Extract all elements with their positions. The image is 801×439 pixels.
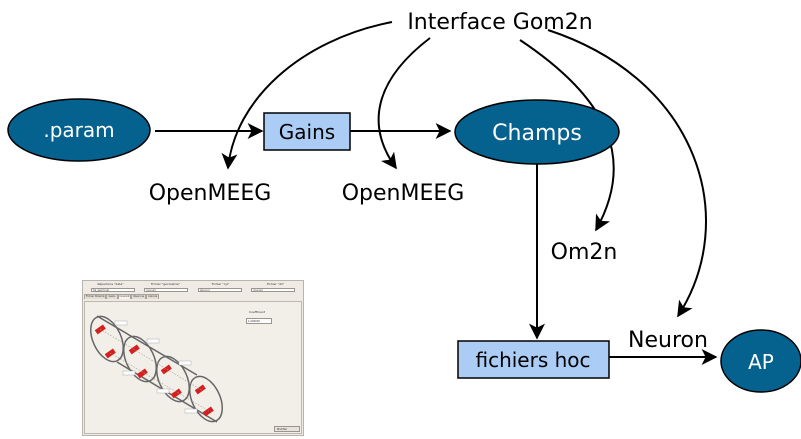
edge-interface-to-openmeeg-left	[221, 21, 393, 170]
gui-screenshot: Répertoire "data" Fichier "geometrie" Fi…	[82, 280, 304, 436]
label-openmeeg-right: OpenMEEG	[342, 181, 465, 206]
gui-tab-bar: Fichier Paramè Gains Courant Neurone Cal…	[83, 294, 303, 299]
edge-interface-to-openmeeg-right	[377, 37, 431, 170]
node-gains	[263, 112, 351, 151]
gui-combo-cyl[interactable]: (Aucun)	[197, 288, 242, 292]
node-fichiers-hoc-label: fichiers hoc	[475, 348, 590, 372]
gui-combo-data[interactable]: tra_geom.xsl	[90, 288, 135, 292]
electrode	[160, 364, 172, 375]
electrode	[202, 406, 214, 417]
gui-combo-dil[interactable]: (Aucun)	[251, 288, 296, 292]
node-ap-label: AP	[748, 350, 774, 374]
electrode	[136, 368, 148, 379]
label-om2n: Om2n	[551, 240, 618, 265]
gui-header-data: Répertoire "data"	[97, 282, 124, 286]
cyl-ring-1	[90, 315, 124, 363]
gui-combo-geometrie[interactable]: (Aucun)	[144, 288, 189, 292]
cyl-top-edge	[96, 315, 198, 376]
gui-tab-calcule[interactable]: Calcule	[146, 294, 160, 299]
cyl-dotted-line	[99, 328, 204, 392]
node-fichiers-hoc	[457, 340, 610, 379]
gui-tab-neurone[interactable]: Neurone	[131, 294, 147, 299]
gui-tab-parametres[interactable]: Fichier Paramè	[84, 294, 107, 299]
cyl-ring-3	[156, 355, 190, 403]
electrode-value-box	[156, 388, 170, 394]
electrode-value-box	[178, 360, 192, 366]
gui-header-geometrie: Fichier "geometrie"	[151, 282, 180, 286]
gui-coefficient-label: Coefficient	[249, 310, 266, 314]
label-neuron: Neuron	[628, 328, 708, 353]
label-interface-gom2n: Interface Gom2n	[407, 10, 592, 35]
cyl-ring-4	[189, 375, 223, 423]
gui-nerve-cylinder-illustration	[90, 315, 223, 423]
node-ap	[720, 329, 801, 393]
gui-coefficient-input[interactable]: 1.000000	[246, 318, 272, 324]
electrode-value-box	[114, 320, 128, 326]
gui-tab-gains[interactable]: Gains	[106, 294, 118, 299]
gui-combo-row: tra_geom.xsl (Aucun) (Aucun) (Aucun)	[83, 287, 303, 293]
cyl-dotted-line	[109, 352, 210, 412]
node-gains-label: Gains	[279, 120, 335, 144]
gui-modify-button[interactable]: Modifier	[274, 426, 300, 432]
gui-header-cyl: Fichier "cyl"	[211, 282, 230, 286]
label-openmeeg-left: OpenMEEG	[149, 181, 272, 206]
electrode-value-box	[184, 408, 198, 414]
node-param-label: .param	[43, 118, 114, 142]
electrode	[170, 388, 182, 399]
node-champs-label: Champs	[492, 121, 582, 146]
node-champs	[454, 99, 620, 165]
edge-interface-to-neuron	[547, 29, 707, 318]
gui-header-dil: Fichier "dil"	[266, 282, 285, 286]
node-param	[7, 98, 151, 162]
gui-tab-courant[interactable]: Courant	[117, 294, 132, 299]
cyl-ring-2	[123, 335, 157, 383]
electrode-value-box	[122, 370, 136, 376]
gui-header-row: Répertoire "data" Fichier "geometrie" Fi…	[83, 281, 303, 287]
electrode-value-box	[146, 338, 160, 344]
